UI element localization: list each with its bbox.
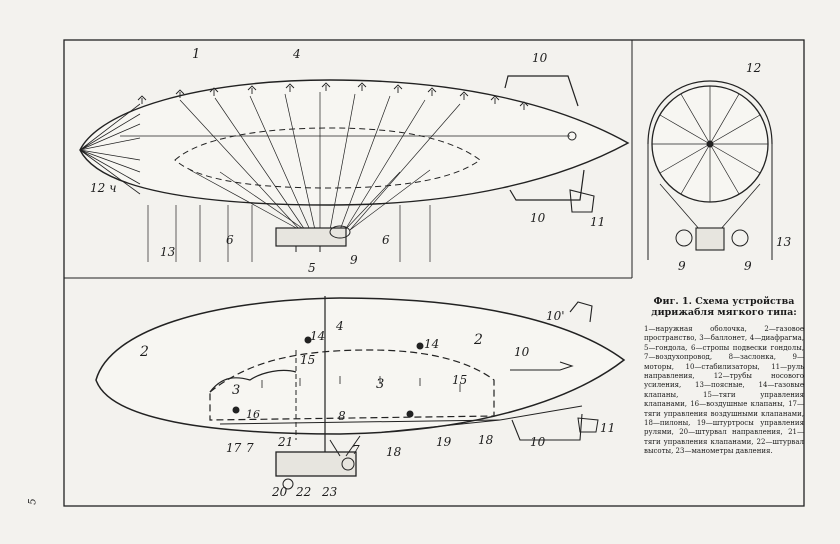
label-15-left: 15 [300, 353, 315, 367]
label-3-right: 3 [376, 377, 384, 392]
suspension-fan-row [137, 82, 529, 110]
label-17: 17 [226, 441, 242, 455]
label-4-cutaway: 4 [335, 319, 344, 333]
page-number: 5 [27, 498, 39, 505]
front-gondola [695, 227, 725, 251]
label-3-left: 3 [232, 383, 240, 398]
lower-stabilizer [509, 169, 585, 201]
label-16: 16 [246, 408, 260, 421]
envelope-outline-cutaway [95, 297, 626, 435]
label-6-right: 6 [382, 233, 390, 247]
label-9: 9 [350, 253, 358, 267]
cutaway-labels: 4 14 2 15 3 16 17 7 21 20 22 23 8 7 18 1… [139, 309, 615, 499]
front-view [647, 80, 773, 260]
label-18-right: 18 [478, 433, 494, 447]
nose-reinforcement-battens [79, 103, 141, 195]
label-20: 20 [271, 485, 288, 499]
label-1: 1 [192, 47, 200, 62]
label-4: 4 [292, 47, 301, 61]
upper-stabilizer-cutaway [569, 301, 593, 323]
nose-battens-radial [652, 86, 768, 202]
label-18-left: 18 [386, 445, 402, 459]
label-9-front-right: 9 [744, 259, 752, 273]
label-7-right: 7 [352, 443, 360, 457]
label-21: 21 [277, 435, 293, 449]
label-6-left: 6 [226, 233, 234, 247]
caption-legend: 1—наружная оболочка, 2—газовое пространс… [644, 325, 804, 456]
ballonet-outline [174, 127, 481, 189]
label-19: 19 [436, 435, 452, 449]
rudder [569, 189, 595, 213]
upper-stabilizer [504, 75, 579, 107]
label-10-prime: 10' [546, 309, 565, 323]
label-5: 5 [308, 261, 316, 275]
label-13: 13 [160, 245, 176, 259]
label-14-right: 14 [424, 337, 439, 351]
label-22: 22 [295, 485, 311, 499]
cutaway-view [95, 296, 626, 490]
label-11: 11 [590, 215, 605, 229]
side-view-rigging [79, 75, 630, 262]
label-12: 12 ч [90, 181, 117, 195]
suspension-cables [179, 92, 461, 231]
front-view-labels: 12 9 9 13 [678, 61, 792, 273]
gondola-cutaway [275, 451, 357, 477]
label-10-lower: 10 [530, 435, 546, 449]
ballonet-cutaway [209, 349, 495, 421]
caption-title: Фиг. 1. Схема устройства дирижабля мягко… [651, 296, 797, 318]
label-2-left: 2 [139, 344, 149, 360]
side-view-labels: 1 4 10 12 ч 6 13 5 9 6 10 11 [90, 47, 605, 275]
label-9-front-left: 9 [678, 259, 686, 273]
label-2-right: 2 [473, 332, 483, 348]
label-23: 23 [321, 485, 338, 499]
label-10-top: 10 [532, 51, 548, 65]
label-11-cutaway: 11 [600, 421, 615, 435]
envelope-outline [79, 79, 630, 206]
label-10-bottom: 10 [530, 211, 546, 225]
label-12-front: 12 [746, 61, 761, 75]
label-10-arrow: 10 [514, 345, 530, 359]
label-13-front: 13 [776, 235, 792, 249]
label-7-left: 7 [246, 441, 254, 455]
figure-caption: Фиг. 1. Схема устройства дирижабля мягко… [644, 296, 804, 457]
lower-stabilizer-cutaway [511, 413, 583, 441]
front-outer-arch [647, 80, 773, 145]
page-frame [63, 39, 805, 507]
label-14-left: 14 [310, 329, 325, 343]
label-15-right: 15 [452, 373, 467, 387]
label-8: 8 [338, 409, 346, 423]
